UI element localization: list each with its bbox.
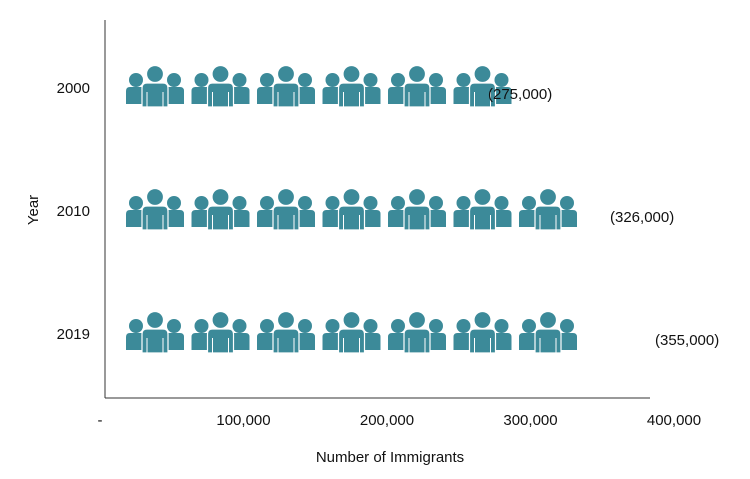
- people-group-icon: [191, 187, 250, 231]
- y-axis-title: Year: [25, 195, 42, 225]
- people-group-icon: [453, 310, 512, 354]
- x-tick-label: 100,000: [216, 412, 270, 429]
- x-axis-title: Number of Immigrants: [316, 449, 464, 466]
- x-tick-label: 300,000: [503, 412, 557, 429]
- people-group-icon: [453, 64, 512, 108]
- people-group-icon: [126, 310, 184, 354]
- people-group-icon: [257, 187, 315, 231]
- people-group-icon: [322, 187, 381, 231]
- people-group-icon: [388, 310, 446, 354]
- value-label: (355,000): [655, 332, 719, 349]
- y-tick-label: 2000: [57, 80, 90, 97]
- people-group-icon: [519, 187, 577, 231]
- pictograph-row-2019: 2019 (355,000): [57, 310, 719, 354]
- people-group-icon: [388, 187, 446, 231]
- x-axis-ticks: - 100,000 200,000 300,000 400,000: [98, 412, 702, 429]
- x-tick-label: 200,000: [360, 412, 414, 429]
- people-group-icon: [453, 187, 512, 231]
- value-label: (275,000): [488, 86, 552, 103]
- people-group-icon: [257, 310, 315, 354]
- y-tick-label: 2010: [57, 203, 90, 220]
- x-tick-label: 400,000: [647, 412, 701, 429]
- people-group-icon: [191, 64, 250, 108]
- people-group-icon: [257, 64, 315, 108]
- people-group-icon: [322, 64, 381, 108]
- people-group-icon: [519, 310, 577, 354]
- y-tick-label: 2019: [57, 326, 90, 343]
- pictograph-row-2010: 2010 (326,000): [57, 187, 674, 231]
- x-tick-label: -: [98, 412, 103, 429]
- pictograph-rows: 2000 (275,000) 2010 (326,000) 2019 (355,000): [57, 64, 719, 354]
- people-group-icon: [388, 64, 446, 108]
- people-group-icon: [126, 187, 184, 231]
- people-group-icon: [126, 64, 184, 108]
- people-group-icon: [191, 310, 250, 354]
- pictograph-row-2000: 2000 (275,000): [57, 64, 552, 108]
- value-label: (326,000): [610, 209, 674, 226]
- people-group-icon: [322, 310, 381, 354]
